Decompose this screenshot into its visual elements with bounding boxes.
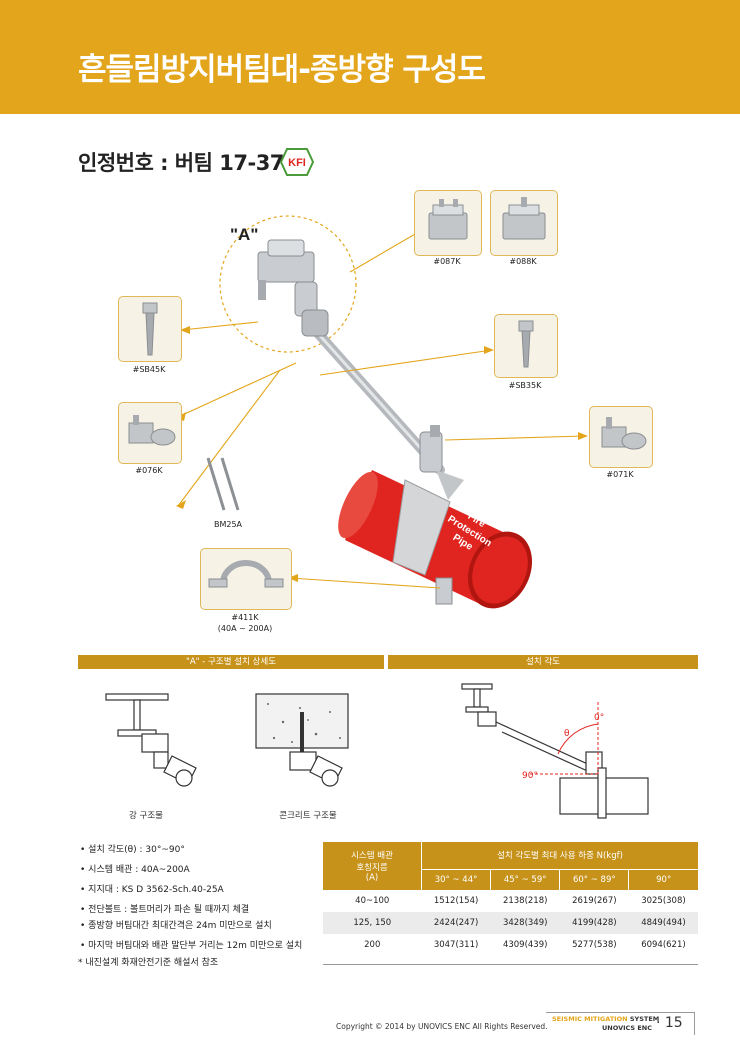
leader-sb45k <box>181 321 259 331</box>
footer-brand-company: UNOVICS ENC <box>602 1024 653 1032</box>
certification-number: 인정번호 : 버팀 17-37 <box>78 151 284 175</box>
part-thumb-sb35k <box>494 314 558 378</box>
part-thumb-088k <box>490 190 558 256</box>
page-header-banner <box>0 0 740 114</box>
table-header-angle-4: 90° <box>628 869 698 890</box>
concrete-structure-label: 콘크리트 구조물 <box>279 811 337 821</box>
spec-item-4: • 전단볼트 : 볼트머리가 파손 될 때까지 체결 <box>80 905 250 915</box>
fire-protection-pipe <box>338 470 533 609</box>
part-label-071k: #071K <box>606 470 634 479</box>
pipe-clamp-fitting <box>419 425 443 473</box>
part-thumb-076k <box>118 402 182 464</box>
assembly-diagram: "A" Fire Protection Pipe <box>176 215 588 609</box>
detail-circle-a <box>219 215 357 353</box>
leader-071k <box>444 435 586 441</box>
angle-ninety-label: 90° <box>522 771 538 781</box>
spec-item-6: • 마지막 버팀대와 배관 말단부 거리는 12m 미만으로 설치 <box>80 941 303 951</box>
spec-item-2: • 시스템 배관 : 40A~200A <box>80 865 190 875</box>
part-sublabel-411k: (40A ~ 200A) <box>217 624 273 633</box>
spec-item-5: • 종방향 버팀대간 최대간격은 24m 미만으로 설치 <box>80 921 272 931</box>
concrete-structure-drawing <box>255 693 349 787</box>
table-header-angle-2: 45° ~ 59° <box>490 869 561 890</box>
page-title: 흔들림방지버팀대-종방향 구성도 <box>78 52 486 88</box>
table-header-load: 설치 각도별 최대 사용 하중 N(kgf) <box>421 842 698 870</box>
copyright-text: Copyright © 2014 by UNOVICS ENC All Righ… <box>336 1022 548 1031</box>
part-label-sb35k: #SB35K <box>508 381 542 390</box>
part-image-bm25a <box>206 457 240 511</box>
table-header-angle-1: 30° ~ 44° <box>421 869 492 890</box>
part-thumb-411k <box>200 548 292 610</box>
part-label-bm25a: BM25A <box>213 520 243 529</box>
page-number: · 15 <box>656 1015 683 1031</box>
footer-brand-box: SEISMIC MITIGATION SYSTEM UNOVICS ENC · … <box>546 1012 695 1035</box>
leader-sb35k <box>319 349 493 376</box>
brace-rod-highlight <box>313 329 442 471</box>
steel-structure-label: 강 구조물 <box>129 810 163 821</box>
part-thumb-071k <box>589 406 653 468</box>
spec-item-3: • 지지대 : KS D 3562-Sch.40-25A <box>80 885 224 895</box>
angle-zero-label: 0° <box>594 713 604 723</box>
installation-angle-drawing: θ 0° 90° <box>461 683 649 819</box>
detail-panel-title-left: "A" - 구조별 설치 상세도 <box>78 655 384 669</box>
reference-note: * 내진설계 화재안전기준 해설서 참조 <box>78 958 219 968</box>
kfi-logo: KFI <box>280 148 314 176</box>
leader-lines <box>177 229 586 589</box>
part-label-411k: #411K <box>231 613 259 622</box>
detail-marker-a: "A" <box>230 225 258 244</box>
detail-panel-title-right: 설치 각도 <box>388 655 698 669</box>
table-header-angle-3: 60° ~ 89° <box>559 869 630 890</box>
spec-item-1: • 설치 각도(θ) : 30°~90° <box>80 845 185 855</box>
angle-theta-label: θ <box>564 729 570 739</box>
part-label-088k: #088K <box>509 257 537 266</box>
detail-drawings: 강 구조물 콘크리트 구조물 θ 0° 90° <box>105 683 649 821</box>
leader-bm25a <box>177 369 281 507</box>
kfi-logo-text: KFI <box>288 157 306 169</box>
part-label-sb45k: #SB45K <box>132 365 166 374</box>
leader-076k <box>177 362 297 418</box>
top-clamp-assembly <box>257 239 329 337</box>
footer-brand-line1: SEISMIC MITIGATION SYSTEM <box>552 1015 660 1023</box>
leader-411k <box>289 577 441 589</box>
part-label-087k: #087K <box>433 257 461 266</box>
part-thumb-087k <box>414 190 482 256</box>
leader-087k <box>349 229 423 273</box>
part-label-076k: #076K <box>135 466 163 475</box>
table-bottom-rule <box>323 964 698 965</box>
part-thumb-sb45k <box>118 296 182 362</box>
steel-structure-drawing <box>105 693 197 787</box>
